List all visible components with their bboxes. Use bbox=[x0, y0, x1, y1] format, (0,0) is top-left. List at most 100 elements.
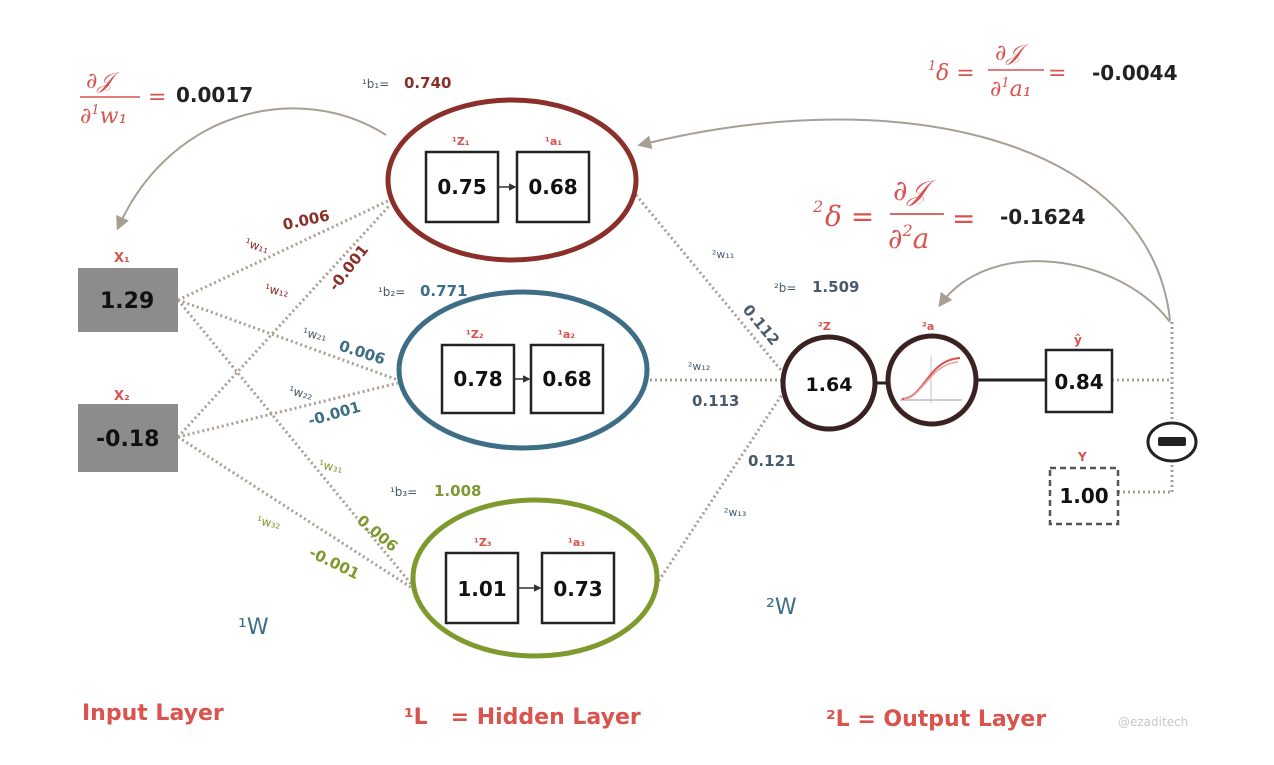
w1-21-label: ¹w₂₁ bbox=[301, 325, 328, 344]
svg-text:∂𝒥: ∂𝒥 bbox=[995, 41, 1029, 66]
h1-a-label: ¹a₁ bbox=[545, 135, 562, 148]
h2-z-value: 0.78 bbox=[453, 367, 502, 391]
h1-bias-value: 0.740 bbox=[404, 74, 451, 92]
hidden-neuron-2 bbox=[396, 289, 650, 451]
yhat-box bbox=[1044, 348, 1114, 414]
h2-a-label: ¹a₂ bbox=[558, 328, 575, 341]
output-a-node bbox=[885, 333, 979, 427]
svg-text:=: = bbox=[1048, 61, 1066, 86]
sigmoid-icon bbox=[900, 356, 962, 403]
w2-13-label: ²w₁₃ bbox=[724, 506, 746, 519]
svg-text:=: = bbox=[148, 85, 166, 110]
arrow-to-2a bbox=[938, 260, 1171, 323]
h1-z-value: 0.75 bbox=[437, 175, 486, 199]
w2-12-value: 0.113 bbox=[692, 392, 739, 410]
w1-title: ¹W bbox=[238, 615, 269, 640]
hidden-neuron-3 bbox=[410, 497, 660, 659]
inner-arrows bbox=[498, 183, 542, 592]
svg-text:∂𝒥: ∂𝒥 bbox=[86, 69, 120, 94]
h2-a-value: 0.68 bbox=[542, 367, 591, 391]
connections-layer1 bbox=[176, 198, 414, 590]
h3-z-label: ¹Z₃ bbox=[474, 536, 492, 549]
minus-icon bbox=[1146, 421, 1198, 463]
h2-z-label: ¹Z₂ bbox=[466, 328, 484, 341]
w1-21-value: 0.006 bbox=[337, 337, 388, 369]
w1-12-label: ¹w₁₂ bbox=[263, 281, 290, 300]
edge-x1-h2 bbox=[177, 298, 399, 382]
svg-text:2: 2 bbox=[812, 197, 823, 216]
edge-h1-out bbox=[634, 194, 787, 376]
h3-a-box bbox=[540, 551, 616, 625]
h1-a-value: 0.68 bbox=[528, 175, 577, 199]
output-z-node bbox=[780, 334, 878, 432]
equation-delta-2: 2 δ = ∂𝒥 ∂2a = -0.1624 bbox=[812, 174, 1085, 255]
h2-a-box bbox=[529, 343, 605, 415]
w2-title: ²W bbox=[766, 595, 797, 620]
y-value: 1.00 bbox=[1059, 484, 1108, 508]
svg-text:-0.1624: -0.1624 bbox=[1000, 205, 1085, 229]
out-z-value: 1.64 bbox=[806, 374, 853, 396]
input-box-x1 bbox=[78, 268, 178, 332]
y-box bbox=[1048, 466, 1120, 526]
h2-bias-value: 0.771 bbox=[420, 282, 467, 300]
edge-x2-h3 bbox=[177, 435, 413, 590]
w2-11-label: ²w₁₁ bbox=[712, 248, 734, 261]
h2-z-box bbox=[440, 343, 516, 415]
svg-text:=: = bbox=[952, 202, 975, 235]
hidden-neuron-1 bbox=[385, 97, 639, 263]
svg-text:∂1w₁: ∂1w₁ bbox=[80, 103, 127, 129]
input-box-x2 bbox=[78, 404, 178, 472]
h3-a-label: ¹a₃ bbox=[568, 536, 585, 549]
w2-13-value: 0.121 bbox=[748, 452, 795, 470]
w1-31-value: 0.006 bbox=[353, 511, 401, 555]
yhat-label: ŷ bbox=[1074, 333, 1082, 347]
w1-32-value: -0.001 bbox=[306, 543, 362, 583]
yhat-value: 0.84 bbox=[1054, 370, 1103, 394]
svg-text:∂1a₁: ∂1a₁ bbox=[990, 76, 1032, 102]
input-layer-title: Input Layer bbox=[82, 701, 224, 726]
edge-x2-h1 bbox=[176, 203, 392, 439]
arrow-to-h1 bbox=[637, 118, 1171, 321]
svg-text:∂𝒥: ∂𝒥 bbox=[893, 174, 936, 207]
out-a-label: ²a bbox=[922, 320, 934, 333]
x1-label: X₁ bbox=[114, 251, 130, 266]
h3-a-value: 0.73 bbox=[553, 577, 602, 601]
edge-x1-h3 bbox=[176, 299, 414, 586]
connections-layer2 bbox=[634, 194, 1174, 586]
w1-31-label: ¹w₃₁ bbox=[317, 457, 344, 476]
svg-text:0.0017: 0.0017 bbox=[176, 83, 253, 107]
h1-bias-label: ¹b₁= bbox=[362, 77, 389, 91]
w1-32-label: ¹w₃₂ bbox=[255, 513, 282, 532]
hidden-layer-title: ¹L = Hidden Layer bbox=[404, 705, 641, 730]
h3-bias-value: 1.008 bbox=[434, 482, 481, 500]
h3-bias-label: ¹b₃= bbox=[390, 485, 417, 499]
h1-z-box bbox=[424, 150, 500, 224]
out-bias-value: 1.509 bbox=[812, 278, 859, 296]
w1-12-value: -0.001 bbox=[325, 241, 372, 294]
out-bias-label: ²b= bbox=[774, 281, 796, 295]
edge-h3-out bbox=[654, 389, 787, 586]
svg-text:δ =: δ = bbox=[825, 200, 874, 233]
h2-bias-label: ¹b₂= bbox=[378, 285, 405, 299]
svg-text:∂2a: ∂2a bbox=[888, 221, 929, 255]
h3-z-box bbox=[444, 551, 520, 625]
h1-a-box bbox=[515, 150, 591, 224]
x1-value: 1.29 bbox=[100, 289, 154, 314]
arrow-to-x1 bbox=[116, 107, 387, 231]
h3-z-value: 1.01 bbox=[457, 577, 506, 601]
backprop-arrows bbox=[116, 107, 1171, 323]
w1-11-label: ¹w₁₁ bbox=[243, 236, 271, 257]
equation-delta-1: 1 δ = ∂𝒥 ∂1a₁ = -0.0044 bbox=[928, 41, 1177, 102]
y-label: Y bbox=[1077, 450, 1087, 464]
hidden-boxes bbox=[424, 150, 616, 625]
svg-text:1: 1 bbox=[928, 59, 936, 74]
x2-label: X₂ bbox=[114, 389, 130, 404]
svg-text:-0.0044: -0.0044 bbox=[1092, 61, 1177, 85]
h1-z-label: ¹Z₁ bbox=[452, 135, 470, 148]
edge-x1-h1 bbox=[177, 198, 391, 302]
w1-22-label: ¹w₂₂ bbox=[287, 383, 314, 402]
w2-11-value: 0.112 bbox=[739, 301, 783, 349]
w2-12-label: ²w₁₂ bbox=[688, 360, 710, 373]
x2-value: -0.18 bbox=[96, 427, 159, 452]
